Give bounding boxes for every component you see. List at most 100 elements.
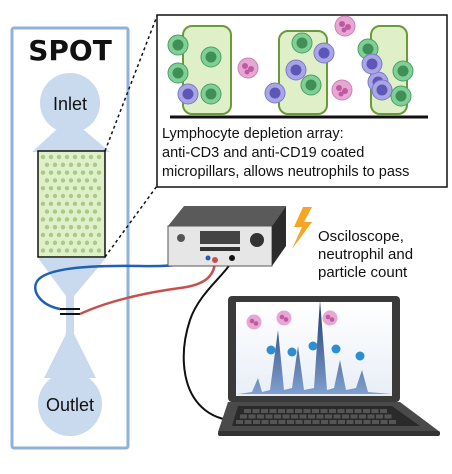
inlet-chamber <box>40 73 100 133</box>
micropillar-dot <box>44 240 50 245</box>
micropillar-dot <box>76 225 82 230</box>
laptop-key <box>312 409 319 413</box>
micropillar-dot <box>96 154 102 160</box>
micropillar-dot <box>40 248 46 253</box>
laptop-key <box>367 414 375 419</box>
micropillar-dot <box>84 225 90 230</box>
laptop-key <box>269 409 277 413</box>
laptop-key <box>244 420 252 424</box>
laptop-key <box>350 414 358 419</box>
micropillar-dot <box>52 193 58 199</box>
laptop-key <box>295 409 302 413</box>
micropillar-dot <box>80 186 86 191</box>
lymphocyte-icon <box>291 32 313 54</box>
laptop-key <box>244 409 251 413</box>
laptop-key <box>312 420 320 424</box>
micropillar-dot <box>48 217 54 222</box>
micropillar-dot <box>48 154 54 160</box>
neutrophil-icon <box>237 57 259 79</box>
neutrophil-icon <box>246 314 262 330</box>
lymphocyte-icon <box>200 46 222 68</box>
oscilloscope-knob <box>177 234 185 242</box>
device-title: SPOT <box>28 34 112 67</box>
micropillar-dot <box>44 178 50 183</box>
laptop-key <box>252 409 260 413</box>
micropillar-dot <box>56 186 62 191</box>
laptop-key <box>253 420 260 424</box>
micropillar-dot <box>64 154 70 160</box>
laptop-key <box>308 414 315 419</box>
micropillar-dot <box>68 225 74 230</box>
laptop-key <box>325 414 332 419</box>
laptop-key <box>380 420 388 424</box>
micropillar-dot <box>44 225 50 230</box>
micropillar-dots <box>40 154 102 253</box>
callout-line-3: micropillars, allows neutrophils to pass <box>162 164 409 180</box>
laptop-key <box>287 420 294 424</box>
wire-red <box>79 261 217 316</box>
laptop-key <box>278 409 285 413</box>
neutrophil-icon <box>276 310 292 326</box>
laptop-key <box>295 420 303 424</box>
laptop-key <box>261 409 268 413</box>
micropillar-dot <box>72 154 78 160</box>
laptop-front-edge <box>218 431 440 436</box>
laptop-key <box>240 414 247 419</box>
micropillar-dot <box>80 232 86 238</box>
port-red <box>212 257 218 263</box>
laptop-key <box>282 414 290 419</box>
micropillar-dot <box>92 178 98 183</box>
b-lymphocyte-icon <box>177 83 199 105</box>
micropillar-dot <box>72 217 78 222</box>
oscilloscope-line-3: particle count <box>318 264 408 281</box>
micropillar-dot <box>52 178 58 183</box>
micropillar-dot <box>40 186 46 191</box>
micropillar-dot <box>40 154 46 160</box>
laptop-key <box>303 409 311 413</box>
micropillar-dot <box>44 209 50 214</box>
micropillar-dot <box>56 154 62 160</box>
micropillar-dot <box>72 186 78 191</box>
laptop-key <box>274 414 281 419</box>
micropillar-dot <box>96 201 102 206</box>
micropillar-dot <box>52 225 58 230</box>
laptop-key <box>329 409 336 413</box>
micropillar-dot <box>44 162 50 167</box>
port-black <box>229 255 235 261</box>
particle-icon <box>287 347 297 357</box>
laptop-key <box>299 414 307 419</box>
signal-plot <box>238 300 392 394</box>
lymphocyte-icon <box>167 34 189 56</box>
lymphocyte-icon <box>392 60 414 82</box>
oscilloscope-line-2: neutrophil and <box>318 246 413 263</box>
callout-line-2: anti-CD3 and anti-CD19 coated <box>162 145 364 161</box>
micropillar-dot <box>40 170 46 175</box>
signal-peaks <box>238 300 392 394</box>
particle-icon <box>355 351 365 361</box>
micropillar-dot <box>48 201 54 206</box>
laptop-key <box>337 409 345 413</box>
laptop-key <box>346 420 354 424</box>
micropillar-dot <box>60 209 66 214</box>
micropillar-dot <box>60 193 66 199</box>
outlet-channel <box>44 334 96 378</box>
laptop-key <box>236 420 243 424</box>
micropillar-dot <box>72 170 78 175</box>
micropillar-dot <box>76 178 82 183</box>
micropillar-dot <box>68 240 74 245</box>
callout-line-1: Lymphocyte depletion array: <box>162 126 344 142</box>
micropillar-dot <box>92 162 98 167</box>
oscilloscope-display-bar <box>200 247 240 251</box>
micropillar-dot <box>68 162 74 167</box>
lightning-icon <box>292 207 312 249</box>
outlet-label: Outlet <box>46 395 94 415</box>
zoom-line-top <box>104 15 158 152</box>
laptop-icon <box>218 296 440 436</box>
micropillar-dot <box>48 170 54 175</box>
micropillar-dot <box>56 232 62 238</box>
micropillar-dot <box>40 201 46 206</box>
laptop-key <box>354 409 362 413</box>
micropillar-dot <box>56 170 62 175</box>
micropillar-dot <box>68 209 74 214</box>
laptop-key <box>248 414 256 419</box>
